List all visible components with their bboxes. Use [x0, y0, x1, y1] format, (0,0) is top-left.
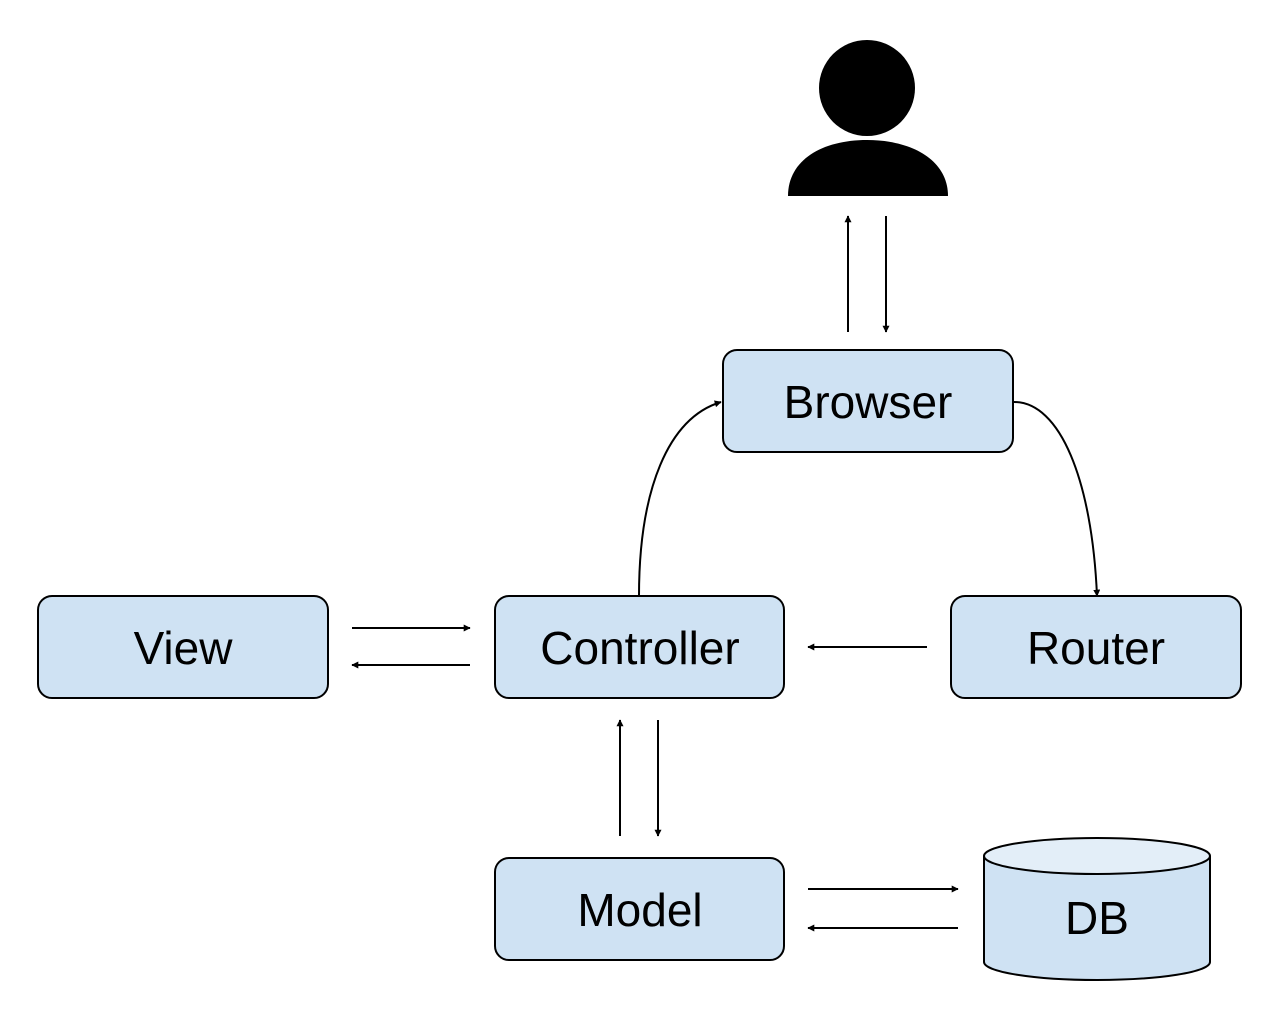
node-router-label: Router	[1027, 622, 1165, 674]
node-view: View	[37, 595, 329, 699]
node-browser-label: Browser	[784, 376, 953, 428]
node-router: Router	[950, 595, 1242, 699]
node-controller-label: Controller	[540, 622, 739, 674]
node-model-label: Model	[577, 884, 702, 936]
edge-controller-to-browser	[638, 400, 722, 597]
node-browser: Browser	[722, 349, 1014, 453]
node-db-label: DB	[1065, 892, 1129, 944]
node-view-label: View	[134, 622, 234, 674]
node-model: Model	[494, 857, 785, 961]
user-icon	[788, 40, 948, 196]
database-icon: DB	[983, 837, 1211, 981]
node-controller: Controller	[494, 595, 785, 699]
edge-browser-to-router	[1013, 401, 1101, 597]
